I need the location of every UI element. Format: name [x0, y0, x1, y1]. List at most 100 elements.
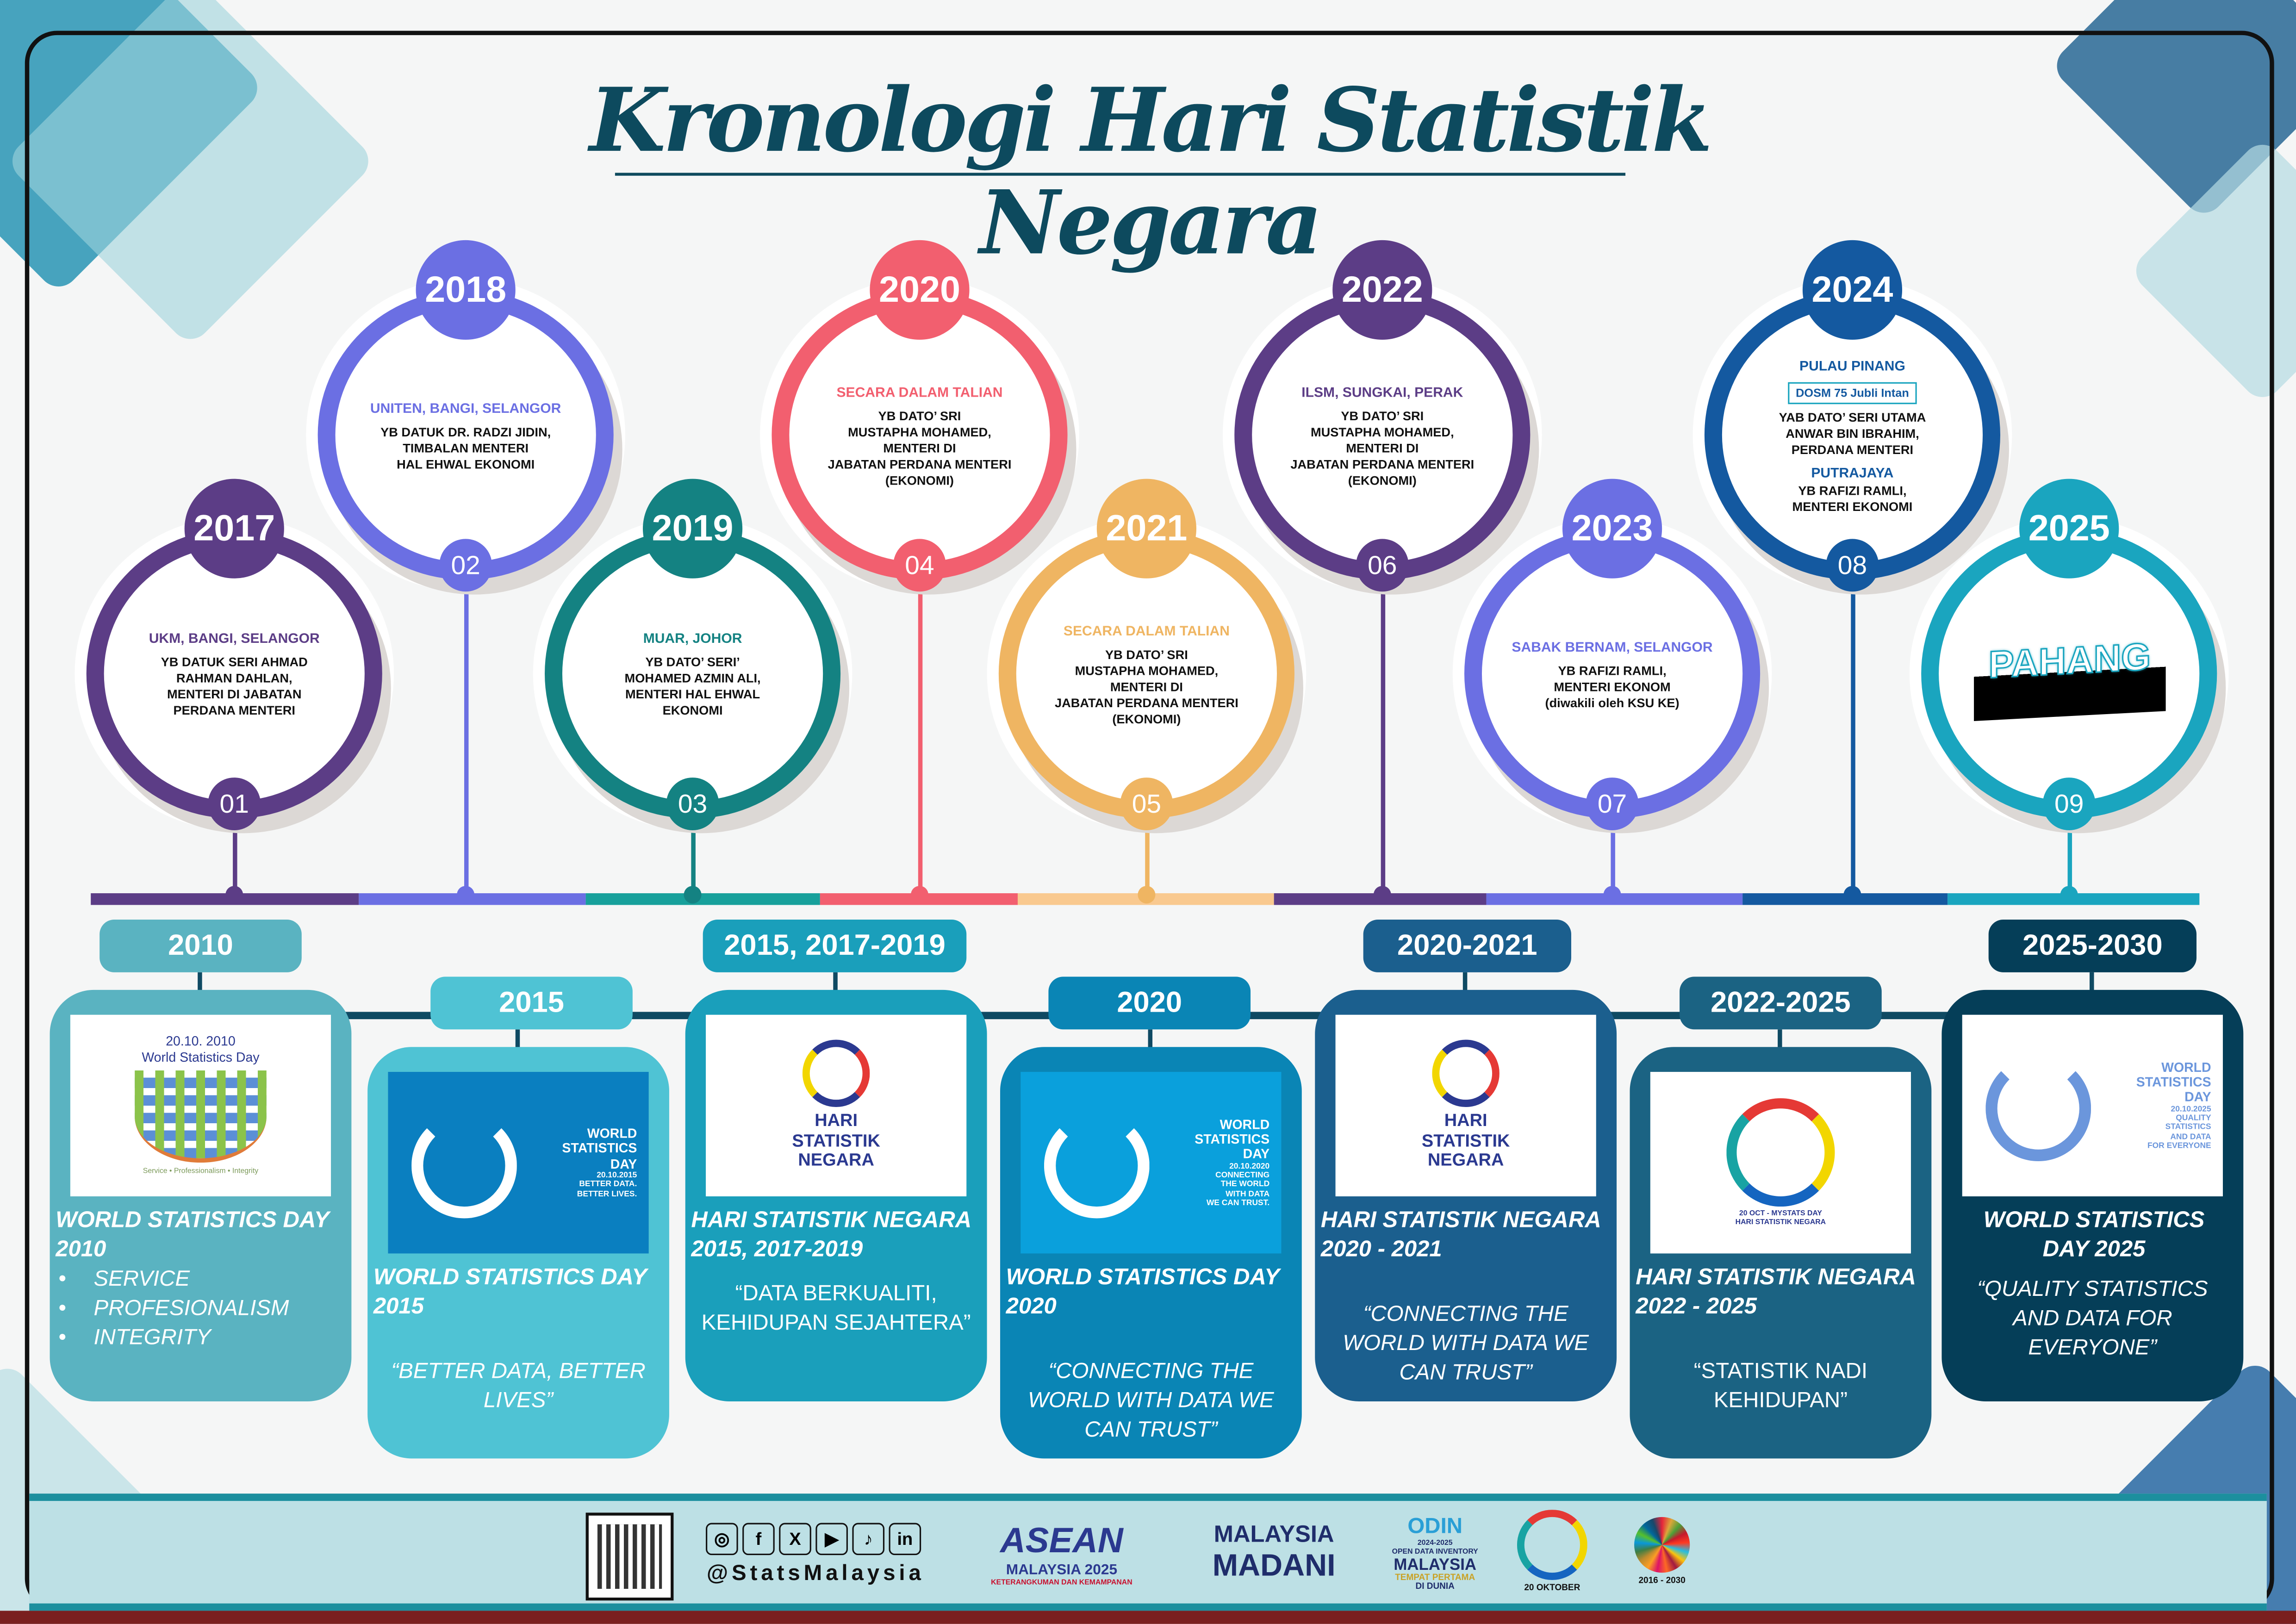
timeline-dot [1603, 886, 1621, 904]
qr-code[interactable] [585, 1512, 674, 1601]
officiator-line: MUSTAPHA MOHAMED, [1075, 662, 1219, 678]
linkedin-icon[interactable]: in [889, 1522, 921, 1555]
logo-text: 20.10. 2010 [166, 1034, 236, 1049]
number-badge: 01 [208, 778, 261, 830]
timeline-connector [1144, 830, 1149, 898]
period-tag: 2015 [430, 977, 633, 1030]
number-badge: 08 [1826, 539, 1879, 592]
logo-text: BETTER DATA. [579, 1181, 637, 1190]
malaysia-madani-logo: MALAYSIA MADANI [1179, 1512, 1369, 1594]
card-title-line: HARI STATISTIK NEGARA [1636, 1265, 1916, 1290]
timeline-connector [1610, 830, 1615, 898]
hsn-emblem-icon [1432, 1039, 1500, 1107]
period-tag: 2020 [1048, 977, 1251, 1030]
card-title-line: 2022 - 2025 [1636, 1294, 1757, 1319]
tag-connector [833, 972, 838, 993]
location-label: MUAR, JOHOR [643, 631, 742, 647]
year-badge: 2022 [1332, 240, 1432, 340]
social-handle[interactable]: @StatsMalaysia [706, 1560, 925, 1586]
logo-text: AND DATA [2170, 1132, 2211, 1142]
timeline-connector [917, 591, 922, 898]
officiator-line: MUSTAPHA MOHAMED, [848, 423, 991, 439]
logo-text: 20.10.2020 [1229, 1162, 1270, 1171]
odin-subtitle: OPEN DATA INVENTORY [1392, 1547, 1478, 1556]
asean-title: ASEAN [1000, 1520, 1123, 1561]
youtube-icon[interactable]: ▶ [815, 1522, 848, 1555]
card-title: HARI STATISTIK NEGARA 2022 - 2025 [1636, 1264, 1929, 1323]
card-title-line: WORLD STATISTICS [1983, 1208, 2205, 1233]
bullet-text: PROFESIONALISM [93, 1296, 289, 1321]
odin-country: MALAYSIA [1394, 1556, 1477, 1574]
card-title-line: WORLD STATISTICS DAY [56, 1208, 330, 1233]
card-quote: “STATISTIK NADI KEHIDUPAN” [1693, 1359, 1868, 1413]
logo-text: STATISTICS [1195, 1132, 1270, 1147]
officiator-line: YB DATO’ SERI’ [645, 654, 740, 669]
logo-text: World Statistics Day [142, 1049, 260, 1064]
tag-connector [2090, 972, 2094, 993]
asean-logo: ASEAN MALAYSIA 2025 KETERANGKUMAN DAN KE… [966, 1510, 1157, 1598]
sdg-logo: 2016 - 2030 [1618, 1504, 1706, 1597]
instagram-icon[interactable]: ◎ [706, 1522, 738, 1555]
timeline-connector [2066, 830, 2072, 898]
year-badge: 2017 [184, 479, 284, 579]
tag-connector [515, 1029, 520, 1050]
logo-text: NEGARA [798, 1150, 874, 1171]
timeline-dot [2060, 886, 2078, 904]
year-badge: 2020 [870, 240, 970, 340]
tiktok-icon[interactable]: ♪ [852, 1522, 885, 1555]
logo-text: STATISTIK [792, 1130, 880, 1151]
qr-pattern [597, 1524, 662, 1589]
officiator-line: ANWAR BIN IBRAHIM, [1786, 425, 1919, 440]
card-title-line: 2020 - 2021 [1320, 1237, 1442, 1263]
timeline-dot [1373, 886, 1391, 904]
world-statistics-day-logo: 20 OKTOBER [1508, 1504, 1596, 1597]
year-badge: 2025 [2019, 479, 2119, 579]
location-label: SECARA DALAM TALIAN [836, 384, 1003, 401]
number-badge: 07 [1586, 778, 1639, 830]
card-quote: “QUALITY STATISTICS AND DATA FOR EVERYON… [1977, 1277, 2208, 1361]
bullet-text: INTEGRITY [93, 1325, 211, 1350]
odin-world: DI DUNIA [1415, 1582, 1455, 1591]
officiator-line: (diwakili oleh KSU KE) [1545, 695, 1680, 709]
facebook-icon[interactable]: f [742, 1522, 775, 1555]
location-label: SABAK BERNAM, SELANGOR [1512, 639, 1713, 655]
logo-text: BETTER LIVES. [577, 1190, 637, 1199]
officiator-line: (EKONOMI) [1112, 711, 1181, 726]
timeline-connector [232, 830, 236, 898]
card-title-line: 2015, 2017-2019 [691, 1237, 863, 1263]
asean-tagline: KETERANGKUMAN DAN KEMAMPANAN [991, 1578, 1132, 1587]
timeline-dot [911, 886, 928, 904]
officiator-line: YB RAFIZI RAMLI, [1798, 482, 1907, 498]
logo-text: DAY [2184, 1090, 2211, 1105]
officiator-line: MENTERI DI [1110, 678, 1183, 694]
card-title-line: HARI STATISTIK NEGARA [1320, 1208, 1601, 1233]
dosm-75-logo: DOSM 75 Jubli Intan [1788, 381, 1916, 404]
hsn-emblem-icon [1726, 1098, 1835, 1207]
bullet-item: •INTEGRITY [59, 1324, 289, 1353]
card-title-line: 2020 [1006, 1294, 1057, 1319]
timeline-dot [684, 886, 702, 904]
period-tag: 2025-2030 [1988, 919, 2196, 972]
wsd-emblem [1517, 1509, 1587, 1580]
logo-text: WORLD [1220, 1117, 1270, 1132]
x-icon[interactable]: X [779, 1522, 811, 1555]
